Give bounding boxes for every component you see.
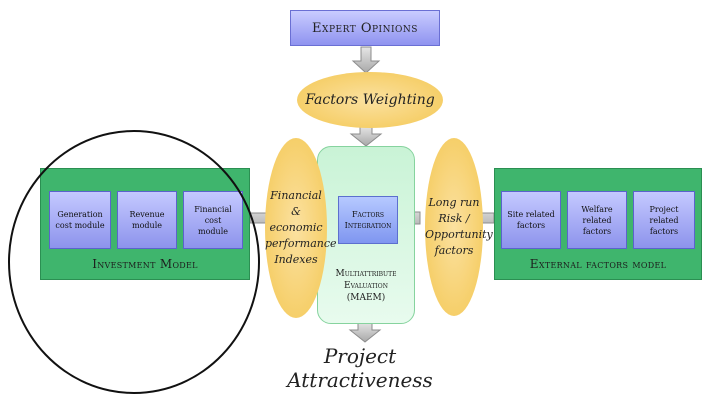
project-attractiveness-line-1: Project (323, 344, 397, 368)
factors-weighting-ellipse: Factors Weighting (297, 72, 443, 128)
expert-opinions-box: Expert Opinions (290, 10, 440, 46)
arrow-maem-to-attractiveness (348, 321, 382, 343)
maem-label: Multiattribute Evaluation (MAEM) (335, 269, 397, 303)
external-factors-model-label: External factors model (529, 257, 667, 271)
site-related-factors: Site related factors (501, 191, 561, 249)
highlight-circle (8, 130, 260, 394)
factors-integration-box: Factors Integration (338, 196, 398, 244)
project-attractiveness-line-2: Attractiveness (287, 368, 433, 392)
financial-indices-line-2: economic (269, 221, 323, 234)
risk-factors-line-2: Risk / (438, 212, 470, 225)
arrow-weighting-to-maem (349, 125, 383, 147)
risk-factors-line-4: factors (434, 244, 474, 257)
arrow-expert-to-weighting (351, 46, 381, 74)
external-factors-model-box: Site related factors Welfare related fac… (494, 168, 702, 280)
risk-factors-ellipse: Long run Risk / Opportunity factors (425, 138, 493, 316)
financial-indices-line-3: performance (265, 237, 337, 250)
risk-factors-line-3: Opportunity (425, 228, 493, 241)
financial-indices-line-1: Financial & (270, 189, 322, 218)
welfare-related-factors: Welfare related factors (567, 191, 627, 249)
financial-indices-line-4: Indexes (274, 253, 318, 266)
project-attractiveness-label: Project Attractiveness (280, 344, 440, 392)
project-related-factors: Project related factors (633, 191, 695, 249)
risk-factors-line-1: Long run (428, 196, 480, 209)
financial-indices-ellipse: Financial & economic performance Indexes (265, 138, 337, 318)
